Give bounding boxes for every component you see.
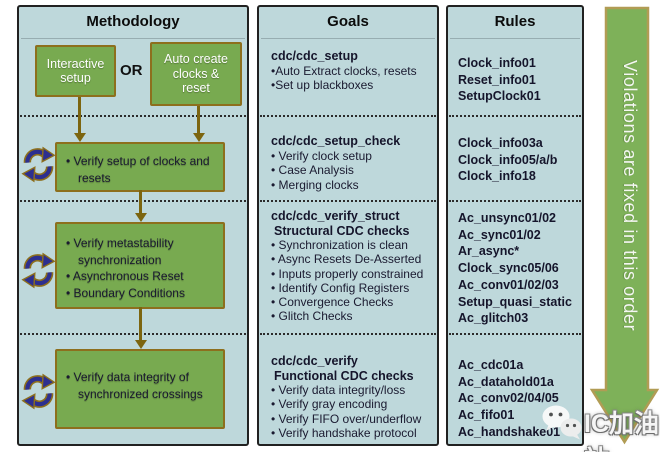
down-arrowhead-icon xyxy=(73,133,86,142)
goal-section-verify: cdc/cdc_verify Functional CDC checks • V… xyxy=(271,354,434,440)
goals-title: Goals xyxy=(327,13,369,30)
goal-heading: cdc/cdc_setup xyxy=(271,49,358,63)
connector-line xyxy=(139,190,142,214)
goal-bullet: • Verify handshake protocol xyxy=(271,425,417,440)
rule-name: Ac_glitch03 xyxy=(458,311,529,326)
refresh-cycle-icon xyxy=(21,252,56,289)
title-underline xyxy=(261,38,435,39)
rule-name: Clock_info01 xyxy=(458,56,536,70)
rule-name: Setup_quasi_static xyxy=(458,294,572,309)
section-divider xyxy=(20,115,246,117)
title-underline xyxy=(450,38,580,39)
goal-bullet: • Identify Config Registers xyxy=(271,280,410,295)
section-divider xyxy=(260,200,436,202)
goal-bullet: • Verify gray encoding xyxy=(271,397,388,412)
interactive-setup-box: Interactive setup xyxy=(35,45,116,97)
rule-name: Clock_info05/a/b xyxy=(458,152,558,167)
step-bullet: • Verify data integrity of synchronized … xyxy=(66,370,203,401)
goal-section-setup: cdc/cdc_setup •Auto Extract clocks, rese… xyxy=(271,49,434,93)
violations-order-label: Violations are fixed in this order xyxy=(620,60,640,332)
goal-bullet: • Verify FIFO over/underflow xyxy=(271,411,422,426)
rule-name: Ac_unsync01/02 xyxy=(458,211,556,225)
goal-bullet: • Verify clock setup xyxy=(271,149,372,163)
step-bullet: • Verify setup of clocks and resets xyxy=(66,154,210,185)
goal-bullet: • Merging clocks xyxy=(271,177,359,192)
rule-name: Clock_info18 xyxy=(458,169,536,184)
step-bullet: • Verify metastability synchronization xyxy=(66,236,174,267)
verify-setup-box: • Verify setup of clocks and resets xyxy=(55,142,225,192)
refresh-cycle-icon xyxy=(21,373,56,410)
rules-title: Rules xyxy=(494,13,536,30)
goal-heading: cdc/cdc_setup_check xyxy=(271,134,401,148)
down-arrowhead-icon xyxy=(192,133,205,142)
goal-heading: cdc/cdc_verify xyxy=(271,354,358,368)
section-divider xyxy=(260,115,436,117)
goals-panel: Goals cdc/cdc_setup •Auto Extract clocks… xyxy=(257,5,439,446)
title-underline xyxy=(21,38,245,39)
connector-line xyxy=(197,106,200,135)
goal-section-verify-struct: cdc/cdc_verify_struct Structural CDC che… xyxy=(271,209,434,324)
refresh-cycle-icon xyxy=(21,146,56,183)
connector-line xyxy=(78,97,81,135)
goal-bullet: •Auto Extract clocks, resets xyxy=(271,64,417,78)
verify-metastability-box: • Verify metastability synchronization • … xyxy=(55,222,225,309)
auto-create-clocks-box: Auto create clocks & reset xyxy=(150,42,242,106)
goal-heading: cdc/cdc_verify_struct xyxy=(271,209,400,223)
step-bullet: • Boundary Conditions xyxy=(66,285,185,300)
goal-subheading: Functional CDC checks xyxy=(274,369,414,383)
rule-name: Ac_datahold01a xyxy=(458,374,554,389)
rule-name: SetupClock01 xyxy=(458,89,541,104)
rule-name: Ar_async* xyxy=(458,244,520,259)
goal-bullet: • Case Analysis xyxy=(271,163,354,178)
step-bullet: • Asynchronous Reset xyxy=(66,269,184,283)
connector-line xyxy=(139,307,142,341)
goal-bullet: • Convergence Checks xyxy=(271,295,394,310)
goal-subheading: Structural CDC checks xyxy=(274,224,410,238)
interactive-setup-label: Interactive setup xyxy=(46,56,105,86)
rule-name: Ac_sync01/02 xyxy=(458,227,541,242)
goal-bullet: • Synchronization is clean xyxy=(271,238,408,252)
rule-name: Ac_fifo01 xyxy=(458,408,515,423)
section-divider xyxy=(20,200,246,202)
rule-name: Ac_conv01/02/03 xyxy=(458,277,559,292)
methodology-title: Methodology xyxy=(86,13,180,30)
wechat-icon xyxy=(542,405,582,440)
section-divider xyxy=(449,115,581,117)
section-divider xyxy=(449,200,581,202)
rule-name: Ac_cdc01a xyxy=(458,358,524,372)
goal-bullet: •Set up blackboxes xyxy=(271,78,374,93)
section-divider xyxy=(260,333,436,335)
rule-name: Reset_info01 xyxy=(458,72,536,87)
rule-name: Ac_conv02/04/05 xyxy=(458,391,559,406)
goal-section-setup-check: cdc/cdc_setup_check • Verify clock setup… xyxy=(271,134,434,192)
down-arrowhead-icon xyxy=(134,213,147,222)
section-divider xyxy=(449,333,581,335)
section-divider xyxy=(20,333,246,335)
goal-bullet: • Glitch Checks xyxy=(271,309,353,324)
down-arrowhead-icon xyxy=(134,340,147,349)
rule-name: Clock_info03a xyxy=(458,136,543,150)
methodology-panel: Methodology Interactive setup OR Auto cr… xyxy=(17,5,249,446)
verify-data-integrity-box: • Verify data integrity of synchronized … xyxy=(55,349,225,429)
rule-name: Clock_sync05/06 xyxy=(458,261,559,276)
rule-name: Ac_handshake01 xyxy=(458,424,561,439)
goal-bullet: • Inputs properly constrained xyxy=(271,266,424,281)
or-label: OR xyxy=(120,62,143,79)
goal-bullet: • Async Resets De-Asserted xyxy=(271,252,422,267)
watermark-brand: IC加油站 xyxy=(584,410,660,452)
goal-bullet: • Verify data integrity/loss xyxy=(271,383,406,397)
violations-order-arrow xyxy=(589,6,660,445)
auto-create-clocks-label: Auto create clocks & reset xyxy=(164,52,228,96)
